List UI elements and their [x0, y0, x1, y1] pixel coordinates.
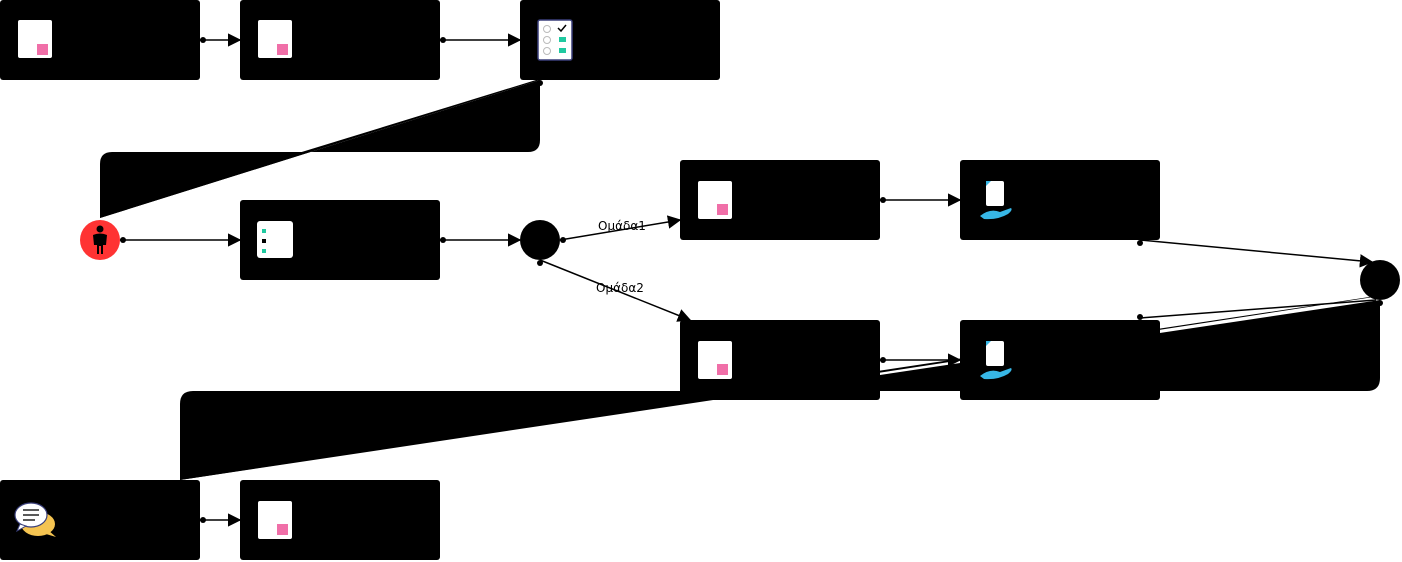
document-icon: [18, 20, 52, 58]
connection-dots: [120, 37, 1383, 523]
hand-document-icon: [980, 341, 1012, 380]
task-node-10[interactable]: [240, 480, 440, 560]
group-label-2: Ομάδα2: [596, 281, 644, 295]
task-node-9[interactable]: [0, 480, 200, 560]
task-node-1[interactable]: [0, 0, 200, 80]
task-node-6[interactable]: [960, 160, 1160, 240]
document-icon: [258, 501, 292, 539]
task-node-5[interactable]: [680, 160, 880, 240]
merge-gateway[interactable]: [1360, 260, 1400, 300]
checklist-icon: [537, 19, 573, 61]
group-label-1: Ομάδα1: [598, 219, 646, 233]
document-icon: [258, 20, 292, 58]
task-node-4[interactable]: [240, 200, 440, 280]
start-event[interactable]: [80, 220, 120, 260]
task-node-3[interactable]: [520, 0, 720, 80]
connectors: [120, 33, 1377, 527]
chat-icon: [14, 502, 56, 537]
task-node-7[interactable]: [680, 320, 880, 400]
task-node-2[interactable]: [240, 0, 440, 80]
task-node-8[interactable]: [960, 320, 1160, 400]
person-icon: [93, 225, 107, 254]
document-icon: [698, 181, 732, 219]
document-icon: [698, 341, 732, 379]
list-icon: [257, 221, 293, 258]
gateway[interactable]: [520, 220, 560, 260]
hand-document-icon: [980, 181, 1012, 220]
